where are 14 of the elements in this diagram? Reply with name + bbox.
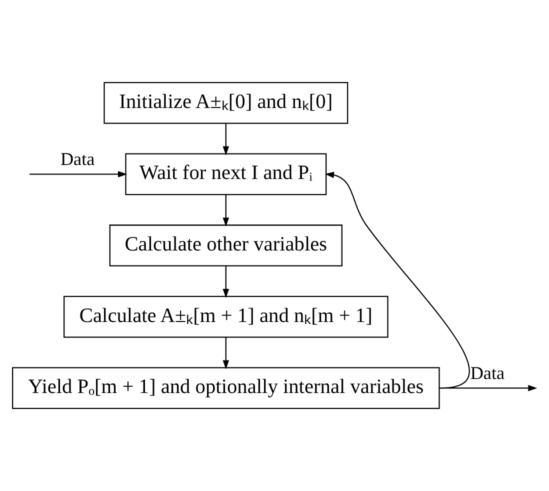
arrow — [222, 266, 230, 298]
arrow — [222, 124, 230, 156]
node-box: Calculate A±ₖ[m + 1] and nₖ[m + 1] — [64, 296, 388, 338]
edge-label: Data — [470, 362, 505, 383]
node-box: Yield Pₒ[m + 1] and optionally internal variables — [12, 367, 440, 410]
edge-label: Data — [60, 148, 95, 169]
arrow — [222, 194, 230, 227]
node-box: Initialize A±ₖ[0] and nₖ[0] — [104, 82, 348, 124]
arrow — [30, 171, 128, 178]
arrow — [222, 338, 230, 370]
node-box: Calculate other variables — [109, 224, 342, 266]
arrow — [324, 172, 470, 389]
arrow — [440, 384, 538, 392]
node-box: Wait for next I and Pᵢ — [125, 153, 327, 196]
